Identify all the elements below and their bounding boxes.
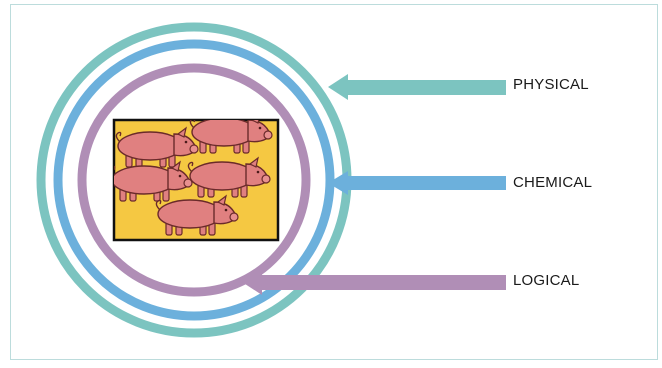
logical-arrow xyxy=(242,269,506,295)
chemical-arrow xyxy=(328,171,506,195)
physical-label: PHYSICAL xyxy=(513,76,589,93)
logical-ring xyxy=(77,63,311,297)
pigs-icon xyxy=(112,118,280,242)
logical-label: LOGICAL xyxy=(513,272,580,289)
physical-arrow xyxy=(328,74,506,100)
chemical-ring xyxy=(53,39,335,321)
diagram-frame xyxy=(10,4,658,360)
chemical-label: CHEMICAL xyxy=(513,174,593,191)
